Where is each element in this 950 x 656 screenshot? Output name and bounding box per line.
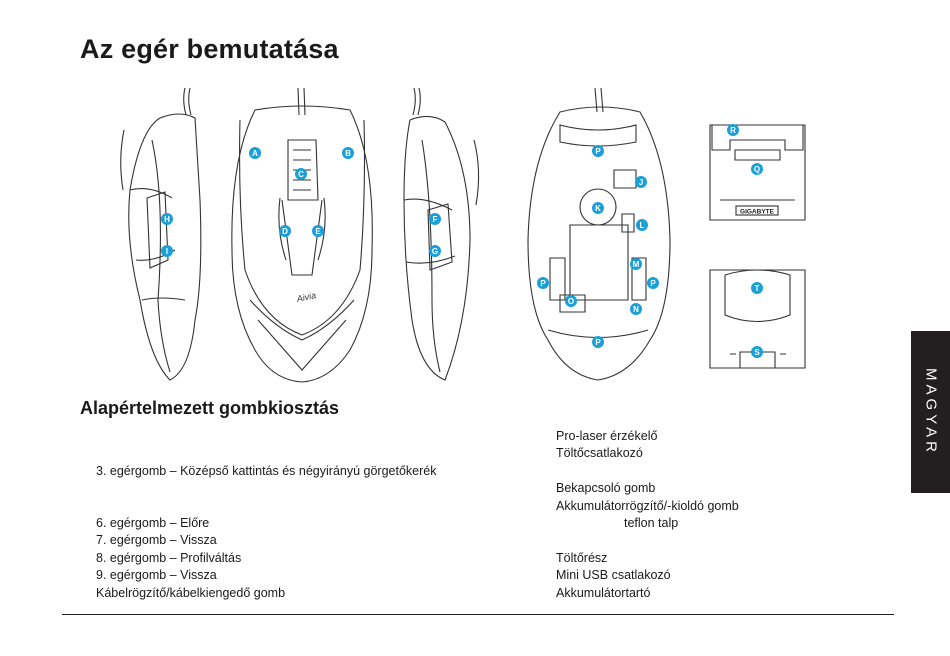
- list-item: Akkumulátortartó: [556, 585, 651, 600]
- list-item: [96, 428, 437, 445]
- svg-text:D: D: [282, 227, 288, 236]
- svg-text:P: P: [540, 279, 546, 288]
- svg-text:H: H: [164, 215, 170, 224]
- list-item: Mini USB csatlakozó: [556, 568, 671, 583]
- list-item: 6. egérgomb – Előre: [96, 515, 210, 530]
- page-title: Az egér bemutatása: [80, 34, 339, 64]
- callout-i: I: [161, 245, 173, 257]
- callout-s: S: [751, 346, 763, 358]
- callout-markers: A B C D E F G H I J K L M N O P P P P Q …: [161, 124, 763, 358]
- charging-base-bottom: [709, 269, 806, 369]
- svg-text:P: P: [595, 338, 601, 347]
- svg-text:G: G: [432, 247, 438, 256]
- callout-p-top: P: [592, 145, 604, 157]
- button-list-left: 3. egérgomb – Középső kattintás és négyi…: [96, 428, 437, 602]
- language-tab-label: MAGYAR: [922, 368, 939, 456]
- svg-text:R: R: [730, 126, 736, 135]
- list-item: 8. egérgomb – Profilváltás: [96, 550, 242, 565]
- callout-a: A: [249, 147, 261, 159]
- list-item: [96, 445, 437, 462]
- list-item: Töltőcsatlakozó: [556, 446, 643, 461]
- list-item: [96, 498, 437, 515]
- callout-p-bottom: P: [592, 336, 604, 348]
- list-item: 7. egérgomb – Vissza: [96, 533, 217, 548]
- callout-q: Q: [751, 163, 763, 175]
- list-item: [556, 532, 739, 549]
- list-item: Töltőrész: [556, 550, 608, 565]
- list-item: Bekapcsoló gomb: [556, 481, 656, 496]
- mouse-left-side-view: [120, 87, 202, 381]
- callout-b: B: [342, 147, 354, 159]
- callout-e: E: [312, 225, 324, 237]
- charging-base-top: GIGABYTE: [709, 124, 806, 221]
- svg-text:T: T: [755, 284, 760, 293]
- callout-f: F: [429, 213, 441, 225]
- callout-o: O: [565, 295, 577, 307]
- section-subtitle: Alapértelmezett gombkiosztás: [80, 398, 340, 418]
- brand-logo: GIGABYTE: [740, 209, 775, 216]
- svg-text:B: B: [345, 149, 351, 158]
- list-item: 3. egérgomb – Középső kattintás és négyi…: [96, 463, 437, 478]
- svg-text:K: K: [595, 204, 601, 213]
- callout-r: R: [727, 124, 739, 136]
- callout-h: H: [161, 213, 173, 225]
- svg-text:N: N: [633, 305, 639, 314]
- list-item: 9. egérgomb – Vissza: [96, 568, 217, 583]
- svg-text:E: E: [315, 227, 321, 236]
- svg-text:A: A: [252, 149, 258, 158]
- mouse-illustration: GIGABYTE A B C D E F G H I J K L M N O P…: [120, 87, 806, 383]
- svg-text:P: P: [595, 147, 601, 156]
- callout-j: J: [635, 176, 647, 188]
- mouse-top-view: [231, 87, 373, 383]
- svg-text:L: L: [640, 221, 645, 230]
- callout-n: N: [630, 303, 642, 315]
- list-item: teflon talp: [624, 515, 679, 530]
- callout-m: M: [630, 258, 642, 270]
- callout-p-right: P: [647, 277, 659, 289]
- callout-p-left: P: [537, 277, 549, 289]
- svg-text:S: S: [754, 348, 760, 357]
- svg-text:I: I: [166, 247, 168, 256]
- callout-l: L: [636, 219, 648, 231]
- list-item: Pro-laser érzékelő: [556, 429, 658, 443]
- callout-g: G: [429, 245, 441, 257]
- list-item: [96, 480, 437, 497]
- svg-text:M: M: [633, 260, 640, 269]
- list-item: Akkumulátorrögzítő/-kioldó gomb: [556, 498, 739, 513]
- button-list-right: Pro-laser érzékelő Töltőcsatlakozó Bekap…: [556, 428, 739, 602]
- language-tab: MAGYAR: [911, 331, 950, 493]
- svg-text:O: O: [568, 297, 574, 306]
- callout-d: D: [279, 225, 291, 237]
- svg-text:F: F: [433, 215, 438, 224]
- svg-text:J: J: [639, 178, 643, 187]
- mouse-right-side-view: [403, 87, 480, 381]
- mouse-logo-text: Aivia: [295, 290, 317, 304]
- callout-c: C: [295, 168, 307, 180]
- svg-text:Q: Q: [754, 165, 760, 174]
- svg-text:P: P: [650, 279, 656, 288]
- svg-text:C: C: [298, 170, 304, 179]
- list-item: [556, 463, 739, 480]
- footer-divider: [62, 614, 894, 615]
- list-item: Kábelrögzítő/kábelkiengedő gomb: [96, 585, 286, 600]
- callout-k: K: [592, 202, 604, 214]
- callout-t: T: [751, 282, 763, 294]
